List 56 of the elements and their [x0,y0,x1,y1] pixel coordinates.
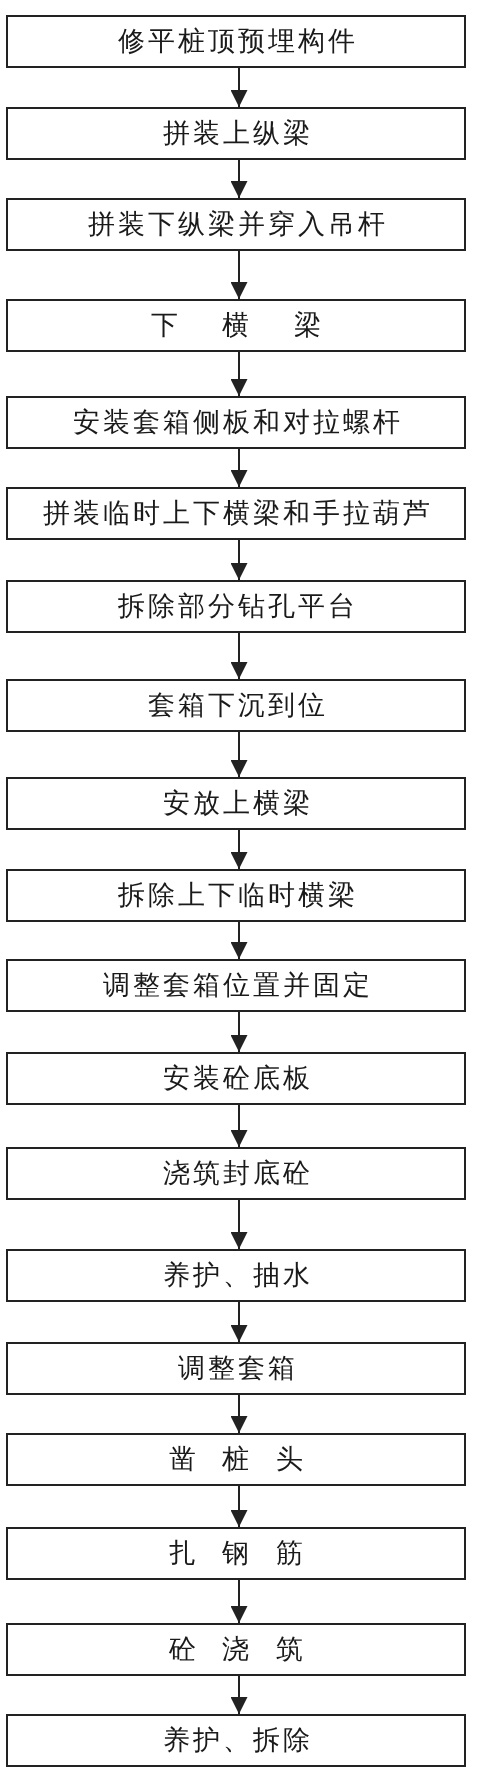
process-box [6,107,466,160]
step-label: 修平桩顶预埋构件 [116,25,358,58]
step-label: 拆除上下临时横梁 [116,879,358,912]
step-label: 拆除部分钻孔平台 [116,590,358,623]
process-box [6,959,466,1012]
arrow [230,1011,248,1053]
process-box [6,15,466,68]
arrow [230,921,248,960]
arrow [230,1394,248,1434]
step-label: 下 横 梁 [149,309,325,342]
step-label: 拼装下纵梁并穿入吊杆 [86,208,388,241]
arrow [230,731,248,778]
process-box [6,679,466,732]
process-box [6,869,466,922]
process-box [6,1052,466,1105]
arrow [230,1104,248,1148]
step-label: 拼装上纵梁 [161,117,313,150]
step-label: 安放上横梁 [161,787,313,820]
step-label: 浇筑封底砼 [161,1157,313,1190]
process-box [6,580,466,633]
process-box [6,1147,466,1200]
step-label: 套箱下沉到位 [146,689,328,722]
step-label: 扎 钢 筋 [167,1537,307,1570]
process-box [6,299,466,352]
process-box [6,487,466,540]
arrow [230,1199,248,1250]
step-label: 调整套箱位置并固定 [101,969,373,1002]
process-box [6,198,466,251]
arrow [230,1579,248,1624]
step-label: 养护、抽水 [161,1259,313,1292]
process-box [6,396,466,449]
arrow [230,351,248,397]
arrow [230,829,248,870]
process-box [6,1527,466,1580]
arrow [230,159,248,199]
arrow [230,250,248,300]
arrow [230,632,248,680]
step-label: 凿 桩 头 [167,1443,307,1476]
process-box [6,1714,466,1767]
process-box [6,1623,466,1676]
step-label: 安装套箱侧板和对拉螺杆 [71,406,403,439]
process-box [6,1433,466,1486]
process-box [6,1249,466,1302]
step-label: 调整套箱 [176,1352,298,1385]
arrow [230,448,248,488]
arrow [230,539,248,581]
step-label: 拼装临时上下横梁和手拉葫芦 [41,497,433,530]
step-label: 砼 浇 筑 [167,1633,307,1666]
process-box [6,1342,466,1395]
arrow [230,1301,248,1343]
arrow [230,1485,248,1528]
arrow [230,67,248,108]
step-label: 安装砼底板 [161,1062,313,1095]
step-label: 养护、拆除 [161,1724,313,1757]
process-box [6,777,466,830]
arrow [230,1675,248,1715]
